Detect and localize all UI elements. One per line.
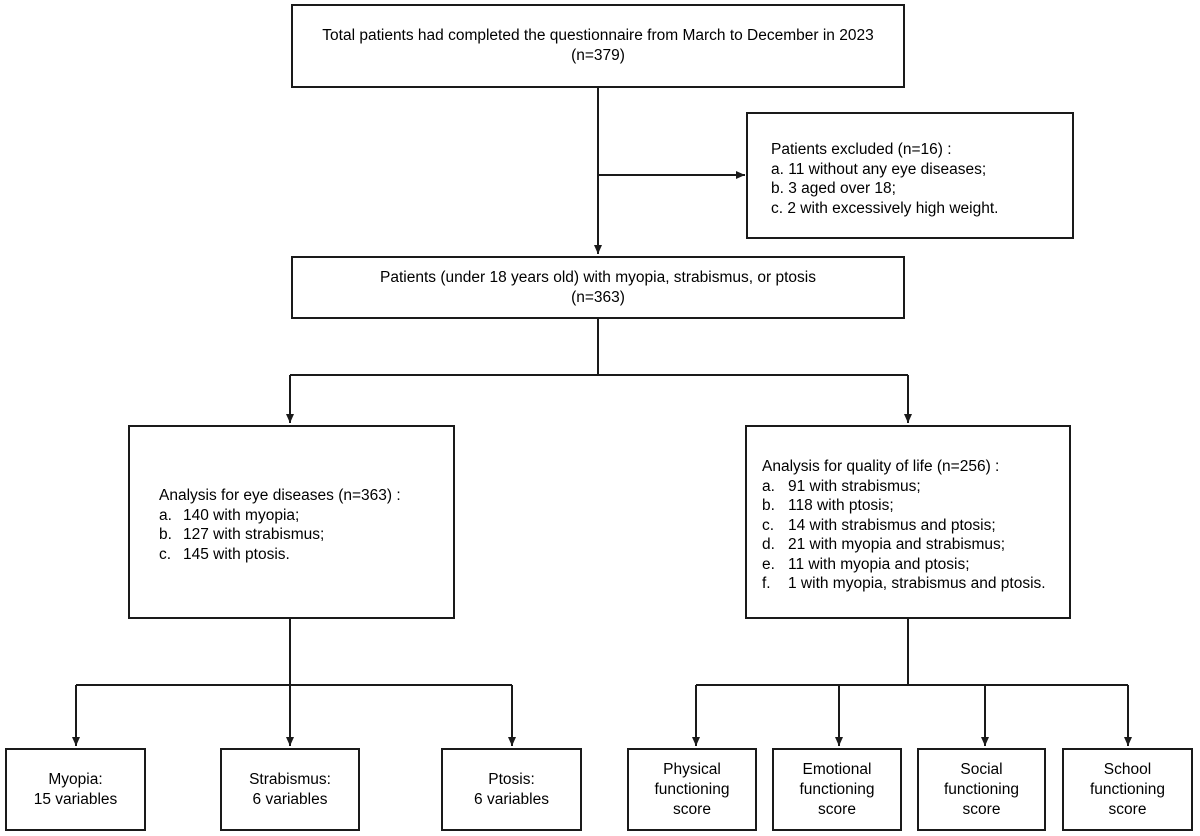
excluded-title: Patients excluded (n=16) :	[771, 141, 952, 158]
eye-item-a: a.140 with myopia;	[159, 506, 300, 524]
qol-analysis-box: Analysis for quality of life (n=256) : a…	[745, 425, 1071, 619]
emotional-label-2: functioning	[799, 780, 875, 798]
qol-item-e: e.11 with myopia and ptosis;	[762, 555, 970, 573]
eligible-patients-box: Patients (under 18 years old) with myopi…	[291, 256, 905, 319]
qol-item-a: a.91 with strabismus;	[762, 477, 921, 495]
ptosis-box: Ptosis: 6 variables	[441, 748, 582, 831]
social-functioning-box: Social functioning score	[917, 748, 1046, 831]
emotional-label-1: Emotional	[802, 760, 872, 778]
myopia-box: Myopia: 15 variables	[5, 748, 146, 831]
qol-item-c: c.14 with strabismus and ptosis;	[762, 516, 996, 534]
qol-item-f: f.1 with myopia, strabismus and ptosis.	[762, 575, 1046, 592]
emotional-functioning-box: Emotional functioning score	[772, 748, 902, 831]
ptosis-label: Ptosis:	[488, 770, 535, 788]
school-label-3: score	[1108, 800, 1147, 818]
total-patients-text: Total patients had completed the questio…	[322, 27, 874, 44]
total-patients-count: (n=379)	[571, 47, 625, 64]
ptosis-variables: 6 variables	[474, 790, 549, 808]
myopia-variables: 15 variables	[33, 790, 118, 808]
qol-item-d: d.21 with myopia and strabismus;	[762, 536, 1006, 553]
eligible-patients-text: Patients (under 18 years old) with myopi…	[380, 268, 816, 286]
strabismus-label: Strabismus:	[249, 770, 331, 788]
total-patients-box: Total patients had completed the questio…	[291, 4, 905, 88]
eye-analysis-title: Analysis for eye diseases (n=363) :	[159, 487, 401, 504]
eye-item-c: c.145 with ptosis.	[159, 545, 290, 563]
eye-analysis-box: Analysis for eye diseases (n=363) : a.14…	[128, 425, 455, 619]
myopia-label: Myopia:	[48, 770, 103, 788]
eye-item-b: b.127 with strabismus;	[159, 526, 325, 543]
physical-label-1: Physical	[663, 760, 721, 778]
school-label-1: School	[1103, 760, 1152, 778]
social-label-1: Social	[960, 760, 1003, 778]
social-label-2: functioning	[944, 780, 1019, 798]
social-label-3: score	[962, 800, 1001, 818]
excluded-box: Patients excluded (n=16) : a. 11 without…	[746, 112, 1074, 239]
strabismus-box: Strabismus: 6 variables	[220, 748, 360, 831]
excluded-item-b: b. 3 aged over 18;	[771, 180, 896, 197]
qol-item-b: b.118 with ptosis;	[762, 497, 894, 514]
eligible-patients-count: (n=363)	[571, 288, 625, 306]
excluded-item-c: c. 2 with excessively high weight.	[771, 199, 999, 217]
physical-functioning-box: Physical functioning score	[627, 748, 757, 831]
physical-label-3: score	[673, 800, 711, 818]
qol-analysis-title: Analysis for quality of life (n=256) :	[762, 458, 1000, 475]
school-functioning-box: School functioning score	[1062, 748, 1193, 831]
excluded-item-a: a. 11 without any eye diseases;	[771, 160, 987, 178]
school-label-2: functioning	[1090, 780, 1165, 798]
emotional-label-3: score	[818, 800, 856, 818]
physical-label-2: functioning	[654, 780, 730, 798]
strabismus-variables: 6 variables	[252, 790, 328, 808]
